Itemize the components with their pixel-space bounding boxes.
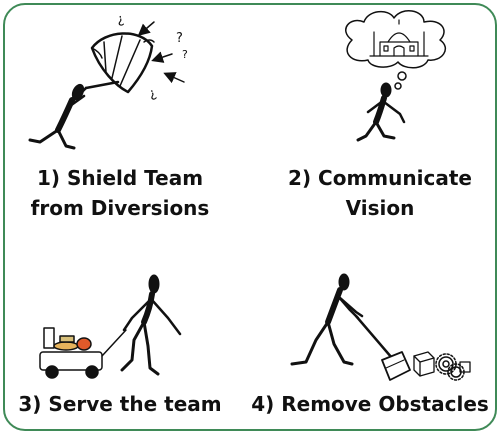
- panel-2-illustration: [345, 10, 446, 142]
- diagram-frame: [3, 3, 497, 431]
- question-marks: ? ? ? ?: [116, 12, 188, 102]
- panel-4-caption-line-1: 4) Remove Obstacles: [251, 392, 489, 416]
- swirl: [143, 39, 155, 43]
- palace-icon: [369, 19, 429, 57]
- stick-figure-3: [120, 274, 182, 376]
- panel-4-illustration: [290, 273, 471, 381]
- svg-text:?: ?: [147, 85, 159, 101]
- panel-2-caption: 2) Communicate Vision: [270, 163, 490, 223]
- panel-3-caption: 3) Serve the team: [10, 389, 230, 419]
- panel-3-caption-line-1: 3) Serve the team: [18, 392, 222, 416]
- panel-1-caption: 1) Shield Team from Diversions: [10, 163, 230, 223]
- thought-bubble: [345, 10, 446, 90]
- panel-4-caption: 4) Remove Obstacles: [245, 389, 495, 419]
- gears-icon: [435, 353, 465, 381]
- panel-1-illustration: ? ? ? ?: [28, 12, 188, 150]
- stick-figure-2: [356, 82, 406, 142]
- stick-figure-4: [290, 273, 364, 366]
- diversion-arrows: [137, 21, 185, 84]
- obstacle-boxes: [413, 351, 471, 377]
- svg-text:?: ?: [176, 31, 183, 46]
- panel-2-caption-line-1: 2) Communicate: [288, 166, 472, 190]
- panel-3-illustration: [39, 274, 182, 379]
- food-cart-icon: [39, 327, 127, 379]
- shovel-icon: [354, 314, 411, 381]
- svg-text:?: ?: [116, 12, 125, 28]
- panel-1-caption-line-2: from Diversions: [30, 196, 210, 220]
- umbrella-icon: [84, 32, 154, 94]
- svg-text:?: ?: [182, 48, 188, 61]
- panel-2-caption-line-2: Vision: [345, 196, 415, 220]
- stick-figure-1: [28, 83, 88, 150]
- panel-1-caption-line-1: 1) Shield Team: [36, 166, 204, 190]
